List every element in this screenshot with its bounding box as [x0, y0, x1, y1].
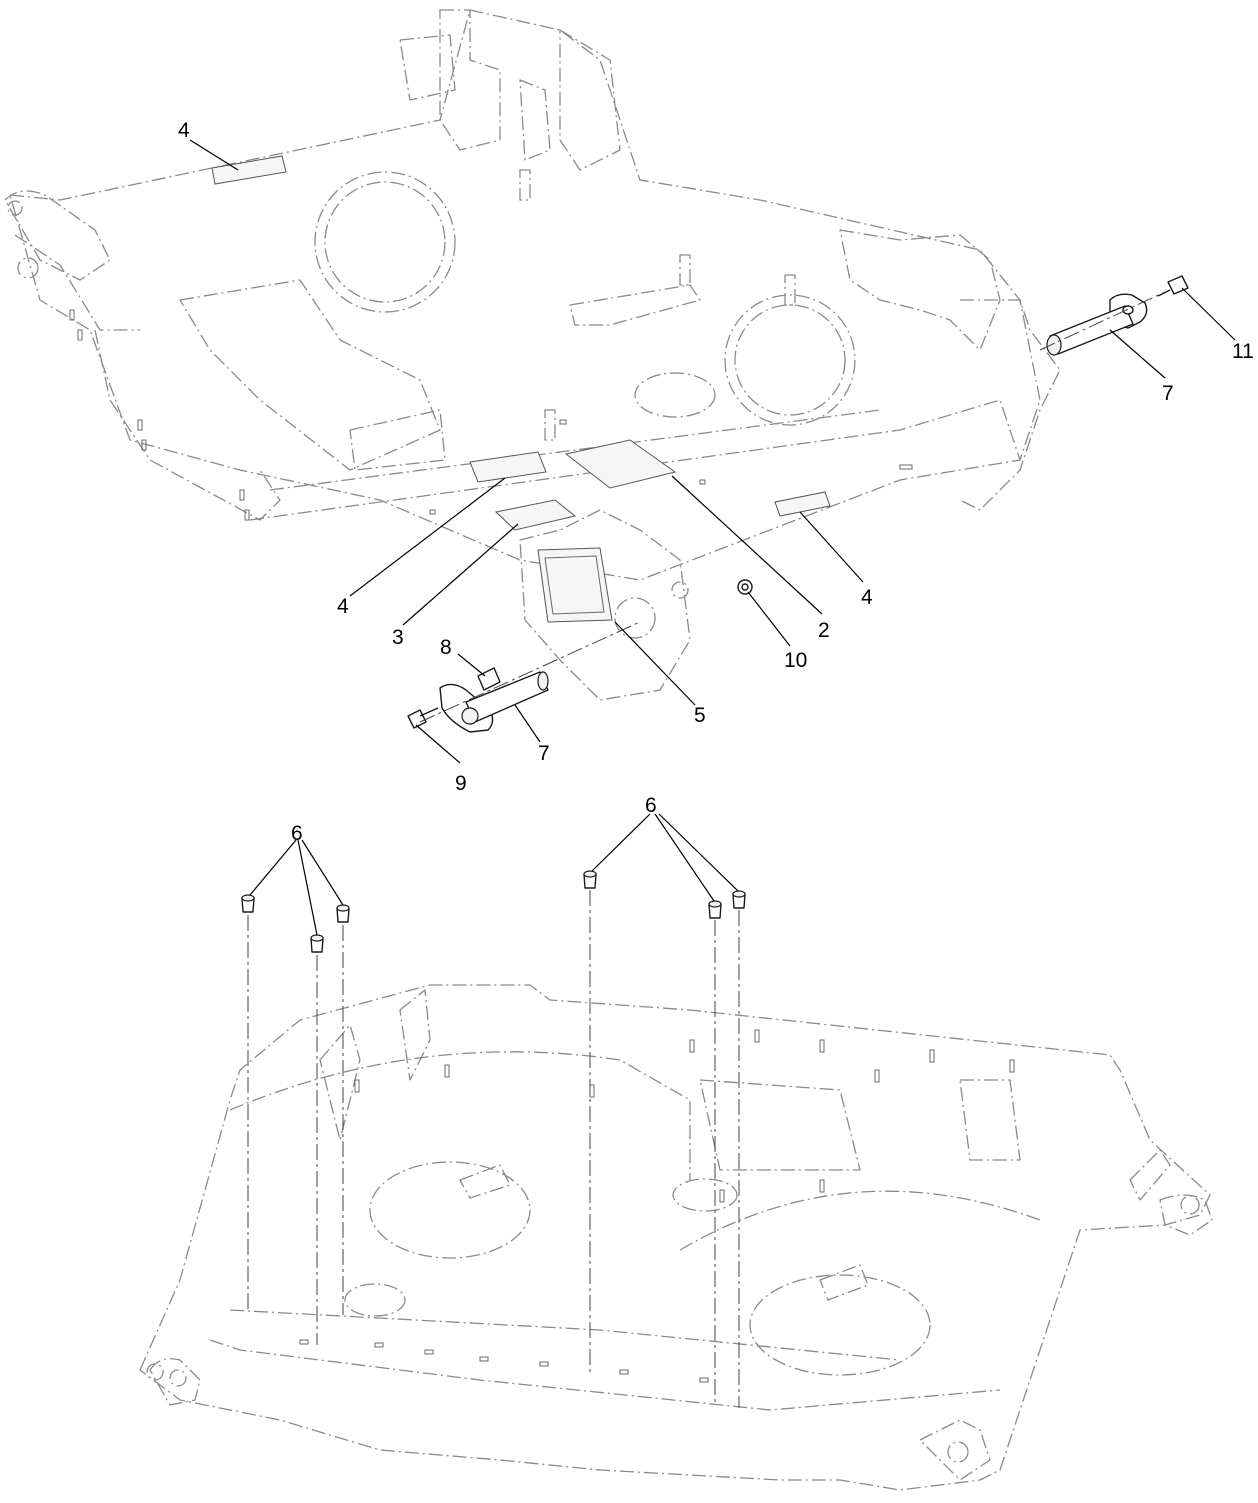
callout-3: 3 — [392, 626, 404, 649]
callout-9: 9 — [455, 772, 467, 795]
decal-4-right — [774, 491, 831, 517]
insert-nut — [241, 894, 255, 913]
insert-nut — [310, 934, 324, 953]
decal-4-center — [469, 451, 547, 483]
callout-10: 10 — [784, 649, 807, 672]
bolt-9 — [407, 707, 439, 729]
callout-2: 2 — [818, 619, 830, 642]
insert-nut — [336, 904, 350, 923]
bushing-8 — [477, 667, 501, 691]
insert-nuts-6 — [241, 870, 746, 1408]
decal-2 — [564, 439, 677, 489]
upper-deck-frame — [4, 9, 1061, 701]
callout-6-left: 6 — [291, 822, 303, 845]
decal-4-rear — [211, 155, 287, 185]
callout-5: 5 — [694, 704, 706, 727]
decal-5 — [537, 547, 613, 623]
callout-7-left: 7 — [538, 742, 550, 765]
leader-lines — [189, 139, 1236, 936]
callout-4-center: 4 — [337, 595, 349, 618]
callout-4-right: 4 — [861, 586, 873, 609]
pin-7-left — [439, 671, 549, 733]
insert-nut — [583, 870, 597, 889]
callout-7-right: 7 — [1162, 382, 1174, 405]
decal-3 — [494, 499, 577, 531]
insert-nut — [708, 900, 722, 919]
lower-deck-housing — [139, 984, 1213, 1491]
callout-6-right: 6 — [645, 794, 657, 817]
decal-parts — [211, 155, 831, 623]
nut-10 — [737, 579, 753, 595]
callout-4-rear: 4 — [178, 119, 190, 142]
callouts: 4 11 7 4 3 8 9 7 5 10 2 4 6 6 — [178, 119, 1254, 845]
callout-8: 8 — [440, 636, 452, 659]
insert-nut — [732, 890, 746, 909]
callout-11: 11 — [1232, 340, 1254, 363]
pin-7-right — [1046, 293, 1148, 356]
